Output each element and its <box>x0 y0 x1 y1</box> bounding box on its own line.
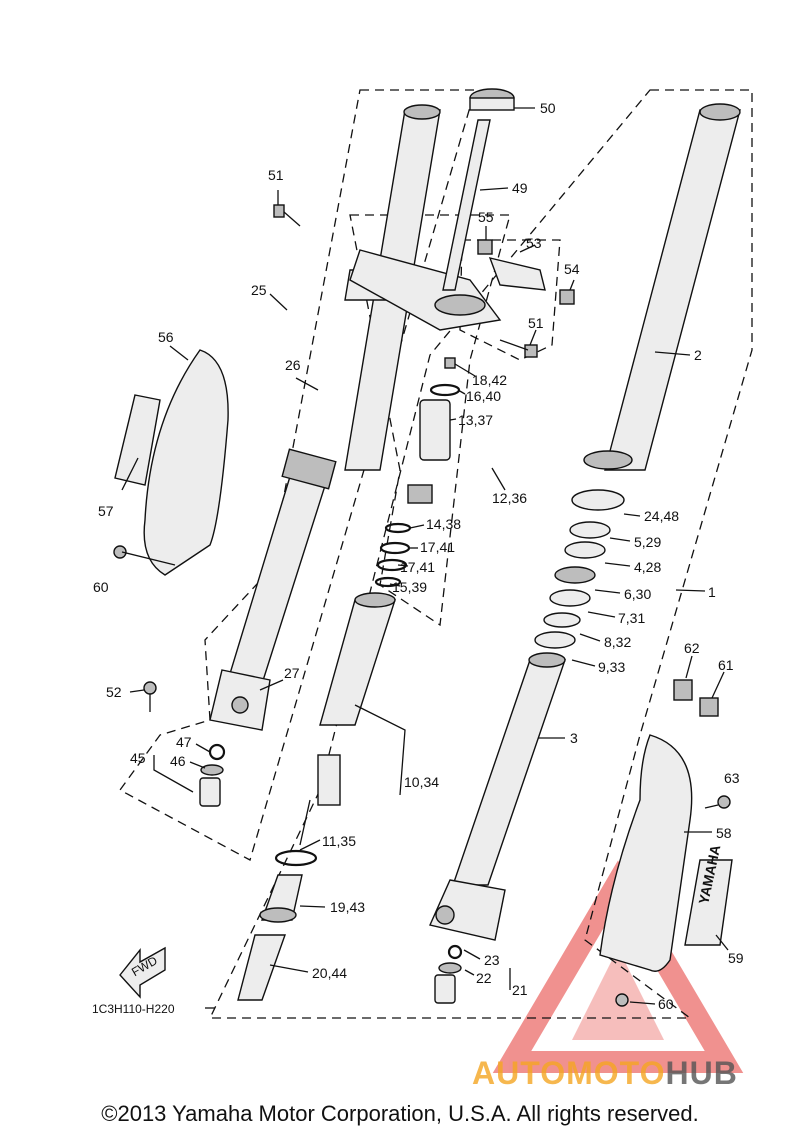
callout-54: 54 <box>564 261 580 277</box>
callout-8-32: 8,32 <box>604 634 631 650</box>
callout-11-35: 11,35 <box>322 833 356 849</box>
axle-holder-assembly <box>349 239 575 358</box>
watermark-text-automoto: AUTOMOTO <box>472 1055 666 1091</box>
right-drain-bolt <box>434 944 463 1004</box>
callout-22: 22 <box>476 970 492 986</box>
callout-16-40: 16,40 <box>466 388 501 404</box>
leader-lines <box>121 107 729 1009</box>
group-outline-right-fork <box>208 89 753 1019</box>
left-axle-bracket <box>209 669 271 731</box>
callout-46: 46 <box>170 753 186 769</box>
callout-14-38: 14,38 <box>426 516 461 532</box>
watermark-text: AUTOMOTOHUB <box>472 1055 738 1092</box>
right-axle-bracket <box>429 879 506 941</box>
callout-9-33: 9,33 <box>598 659 625 675</box>
seals-and-bushings <box>534 489 625 649</box>
callout-60-left: 60 <box>93 579 109 595</box>
damper-rod-49 <box>442 119 491 291</box>
callout-57: 57 <box>98 503 114 519</box>
washer-6-30 <box>554 566 596 584</box>
callout-18-42: 18,42 <box>472 372 507 388</box>
spring-seat-19-43 <box>259 874 303 923</box>
watermark-logo <box>492 860 744 1073</box>
callout-27: 27 <box>284 665 300 681</box>
callout-23: 23 <box>484 952 500 968</box>
callout-1: 1 <box>708 584 716 600</box>
callout-10-34: 10,34 <box>404 774 439 790</box>
callout-6-30: 6,30 <box>624 586 651 602</box>
callout-50: 50 <box>540 100 556 116</box>
bolt-51-top <box>273 204 301 227</box>
callout-21: 21 <box>512 982 528 998</box>
group-outline-damper <box>349 214 511 627</box>
right-fork-outer-tube-2 <box>583 103 741 471</box>
dust-seal-24-48 <box>571 489 625 511</box>
spring-20-44 <box>237 934 286 1001</box>
left-fork-inner-tube <box>224 448 337 691</box>
cap-bolt-50 <box>469 88 515 111</box>
callout-20-44: 20,44 <box>312 965 347 981</box>
callout-17-41-a: 17,41 <box>420 539 455 555</box>
callout-52: 52 <box>106 684 122 700</box>
bolt-60-right <box>615 993 629 1007</box>
callout-7-31: 7,31 <box>618 610 645 626</box>
bolt-63 <box>704 795 731 809</box>
callout-45: 45 <box>130 750 146 766</box>
callout-59: 59 <box>728 950 744 966</box>
watermark-text-hub: HUB <box>665 1055 738 1091</box>
callout-15-39: 15,39 <box>392 579 427 595</box>
callout-26: 26 <box>285 357 301 373</box>
callout-53: 53 <box>526 235 542 251</box>
bolt-52 <box>143 681 157 712</box>
callout-51-top: 51 <box>268 167 284 183</box>
bolt-60-left <box>113 545 127 559</box>
callout-3: 3 <box>570 730 578 746</box>
callout-5-29: 5,29 <box>634 534 661 550</box>
guard-decal-57 <box>114 394 161 486</box>
callout-58: 58 <box>716 825 732 841</box>
watermark-triangle-inner <box>572 948 664 1040</box>
cartridge-10-34 <box>299 592 396 846</box>
callout-19-43: 19,43 <box>330 899 365 915</box>
callout-47: 47 <box>176 734 192 750</box>
callout-13-37: 13,37 <box>458 412 493 428</box>
left-fork-guard <box>114 349 229 576</box>
callout-2: 2 <box>694 347 702 363</box>
right-fork-inner-tube-3 <box>452 652 566 886</box>
yamaha-decal-59 <box>684 859 733 946</box>
clip-5-29 <box>569 521 611 539</box>
callout-4-28: 4,28 <box>634 559 661 575</box>
bushing-8-32 <box>543 612 581 628</box>
o-ring-11-35 <box>274 849 318 867</box>
callout-24-48: 24,48 <box>644 508 679 524</box>
watermark-triangle-outer <box>492 860 744 1073</box>
diagram-code: 1C3H110-H220 <box>92 1002 175 1016</box>
clip-61 <box>699 697 719 717</box>
callout-25: 25 <box>251 282 267 298</box>
callout-60-right: 60 <box>658 996 674 1012</box>
clip-62 <box>673 679 693 701</box>
callout-56: 56 <box>158 329 174 345</box>
callout-12-36: 12,36 <box>492 490 527 506</box>
right-fork-guard <box>599 734 733 972</box>
callout-labels: 50 49 51 55 53 54 51 25 26 56 57 60 52 2… <box>92 100 744 1016</box>
callout-17-41-b: 17,41 <box>400 559 435 575</box>
callout-49: 49 <box>512 180 528 196</box>
callout-62: 62 <box>684 640 700 656</box>
callout-61: 61 <box>718 657 734 673</box>
bushing-7-31 <box>549 589 591 607</box>
oil-seal-4-28 <box>564 541 606 559</box>
left-drain-bolt <box>199 743 226 807</box>
forward-arrow: FWD <box>119 946 166 999</box>
callout-51-right: 51 <box>528 315 544 331</box>
copyright-notice: ©2013 Yamaha Motor Corporation, U.S.A. A… <box>101 1101 699 1126</box>
callout-55: 55 <box>478 209 494 225</box>
guide-9-33 <box>534 631 576 649</box>
callout-63: 63 <box>724 770 740 786</box>
